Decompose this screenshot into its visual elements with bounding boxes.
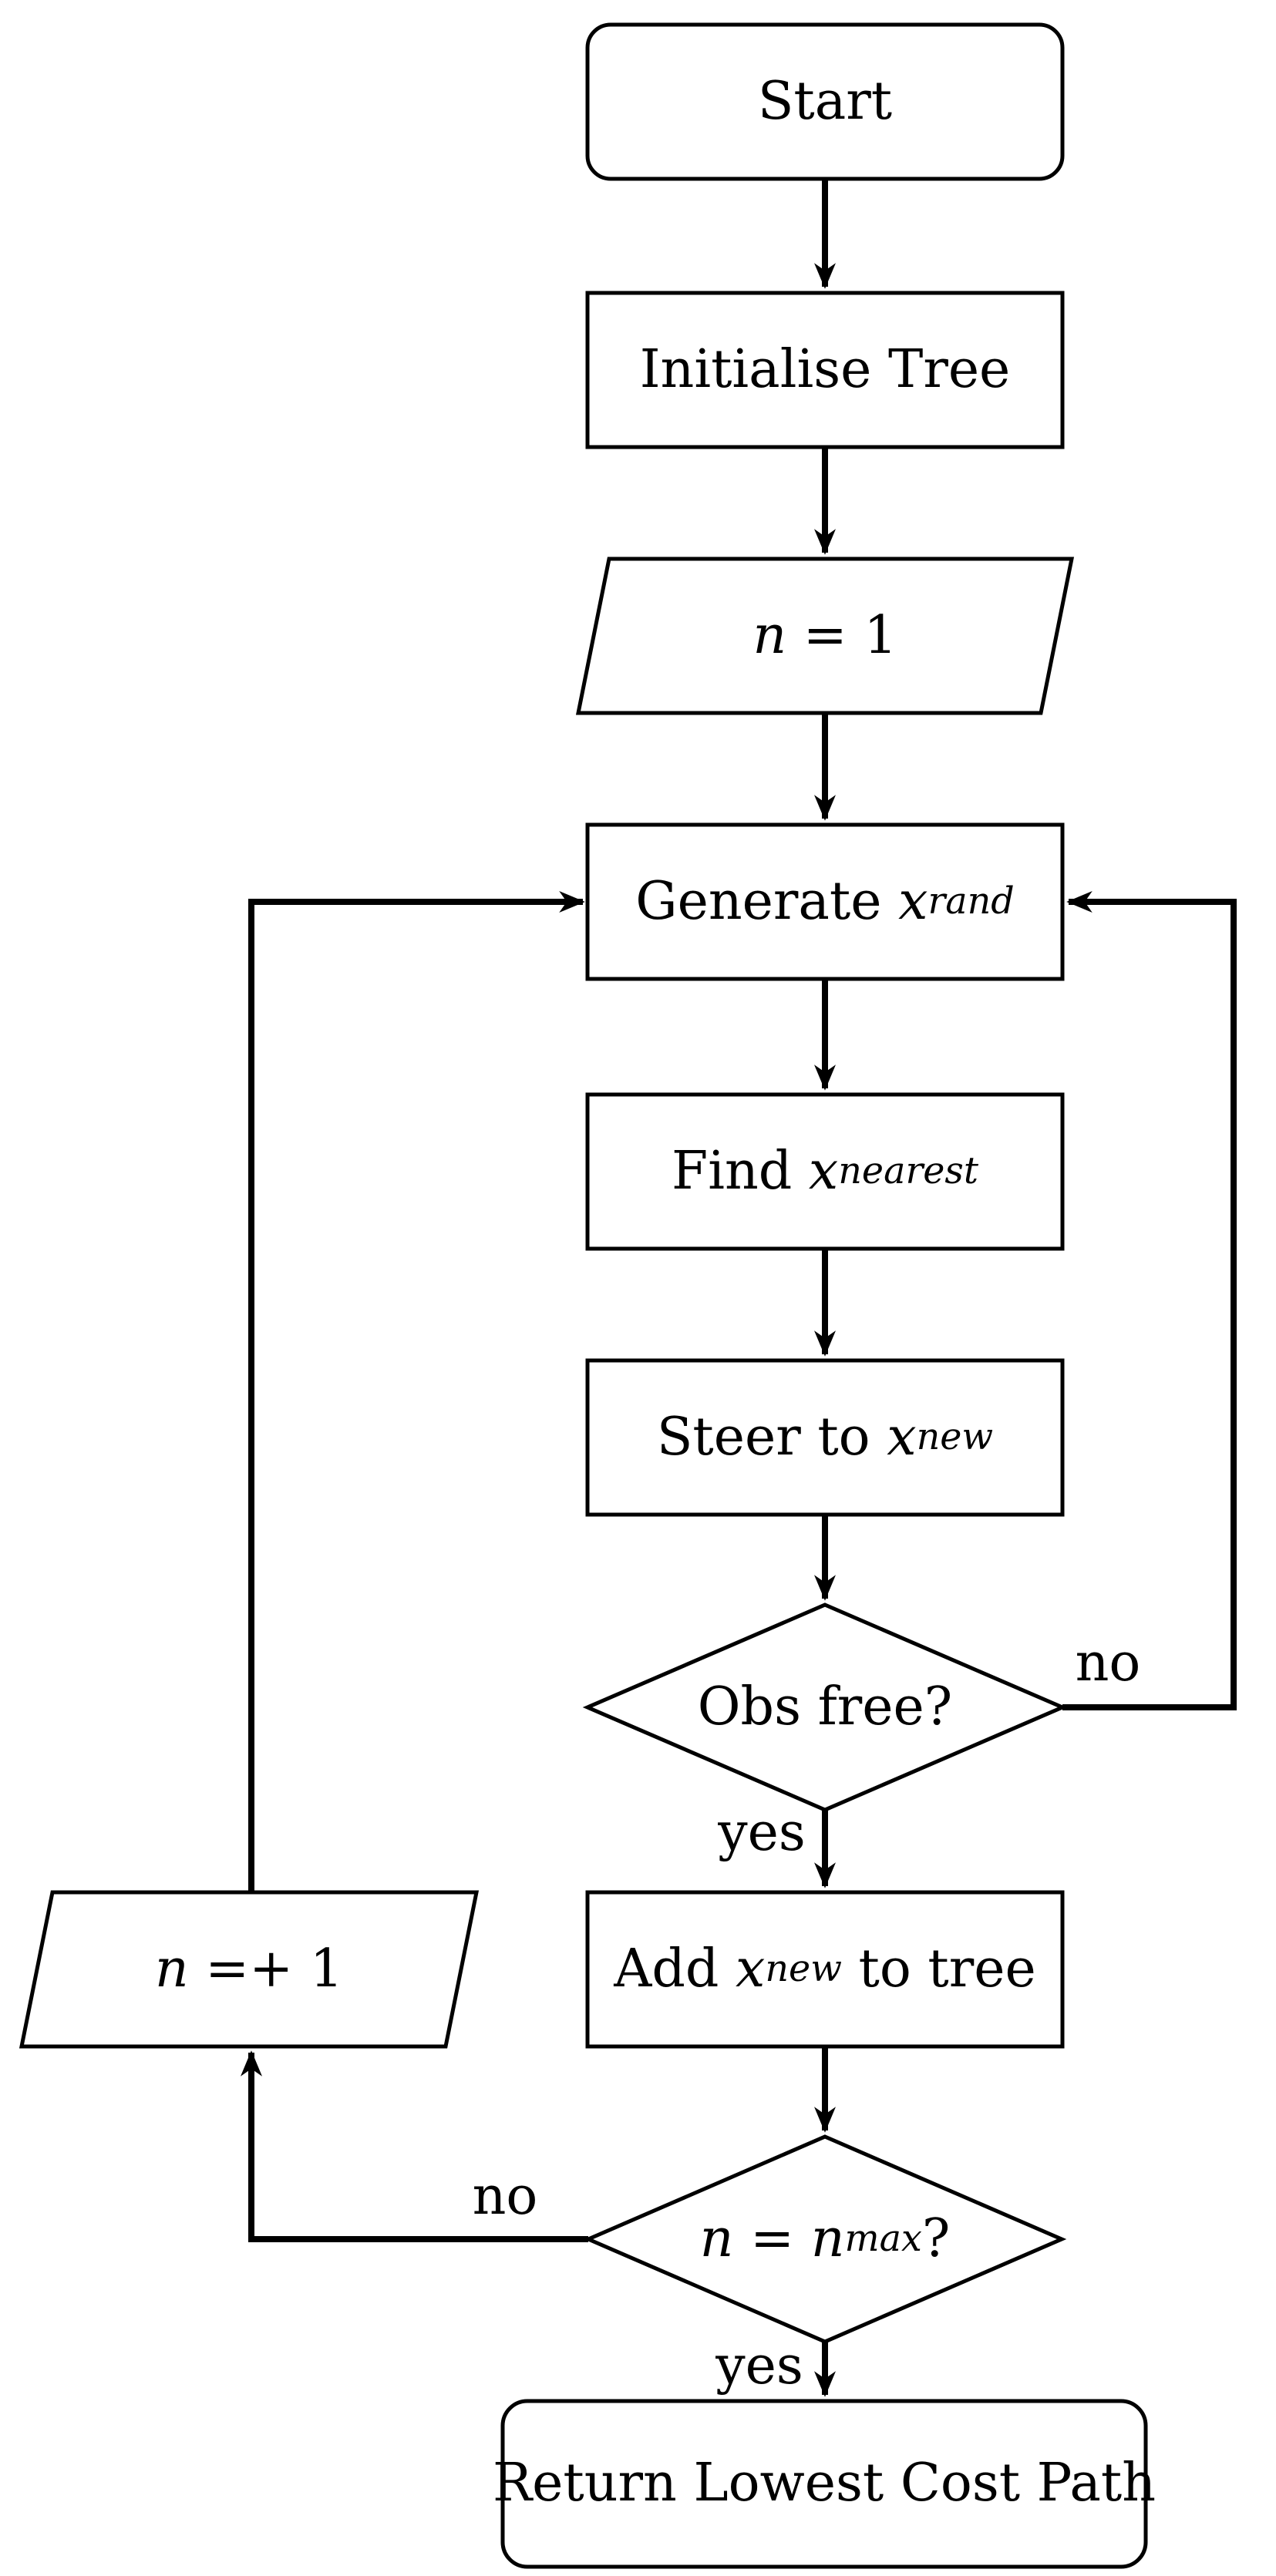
find-prefix: Find	[672, 1140, 809, 1202]
n-max-no-label: no	[472, 2166, 538, 2227]
init-node-shape	[585, 291, 1065, 449]
add-node-shape	[585, 1890, 1065, 2049]
add-var: x	[736, 1938, 766, 1999]
steer-prefix: Steer to	[656, 1406, 887, 1468]
n-max-suffix: ?	[921, 2208, 951, 2269]
start-text: Start	[757, 70, 893, 132]
obs-free-node-label: Obs free?	[587, 1605, 1062, 1810]
steer-node-shape	[585, 1358, 1065, 1517]
n-increment-var: n	[154, 1938, 189, 1999]
return-node-shape	[500, 2399, 1148, 2569]
return-node-label: Return Lowest Cost Path	[493, 2401, 1156, 2567]
n-max-check-node-shape	[583, 2134, 1067, 2344]
n1-var: n	[752, 604, 787, 666]
edge-nmaxcheck-no-to-increment	[241, 2050, 588, 2242]
return-text: Return Lowest Cost Path	[492, 2453, 1156, 2514]
obs-free-no-label: no	[1075, 1633, 1141, 1693]
n1-node-shape	[575, 557, 1075, 715]
n-increment-node-shape	[19, 1890, 480, 2049]
obs-free-text: Obs free?	[697, 1676, 953, 1737]
edge-increment-to-generate-loop	[248, 891, 585, 1892]
generate-node-shape	[585, 822, 1065, 981]
steer-subscript: new	[916, 1416, 994, 1459]
n1-node-label: n = 1	[578, 559, 1072, 713]
obs-free-yes-label: yes	[718, 1802, 806, 1863]
n-max-var2: n	[810, 2208, 845, 2269]
find-subscript: nearest	[838, 1150, 978, 1193]
n-increment-node-label: n =+ 1	[22, 1892, 476, 2046]
n-increment-rest: =+ 1	[188, 1938, 344, 1999]
edge-obsfree-no-loop	[1062, 891, 1237, 1710]
steer-var: x	[887, 1406, 917, 1468]
n-max-mid: =	[733, 2208, 811, 2269]
n1-rest: = 1	[786, 604, 897, 666]
generate-var: x	[898, 870, 928, 932]
n-max-yes-label: yes	[715, 2336, 803, 2396]
init-node-label: Initialise Tree	[587, 293, 1062, 447]
node-shape-group	[19, 22, 1148, 2569]
obs-free-node-shape	[582, 1602, 1068, 1812]
start-node-shape	[585, 22, 1065, 181]
add-suffix: to tree	[841, 1938, 1036, 1999]
edge-group	[241, 179, 1237, 2397]
find-var: x	[808, 1140, 839, 1202]
add-subscript: new	[765, 1948, 842, 1991]
generate-prefix: Generate	[635, 870, 899, 932]
find-node-shape	[585, 1092, 1065, 1251]
n-max-subscript: max	[844, 2218, 922, 2261]
generate-subscript: rand	[928, 880, 1015, 923]
start-node-label: Start	[587, 25, 1062, 179]
n-max-var1: n	[699, 2208, 734, 2269]
init-text: Initialise Tree	[639, 338, 1011, 400]
add-prefix: Add	[614, 1938, 736, 1999]
